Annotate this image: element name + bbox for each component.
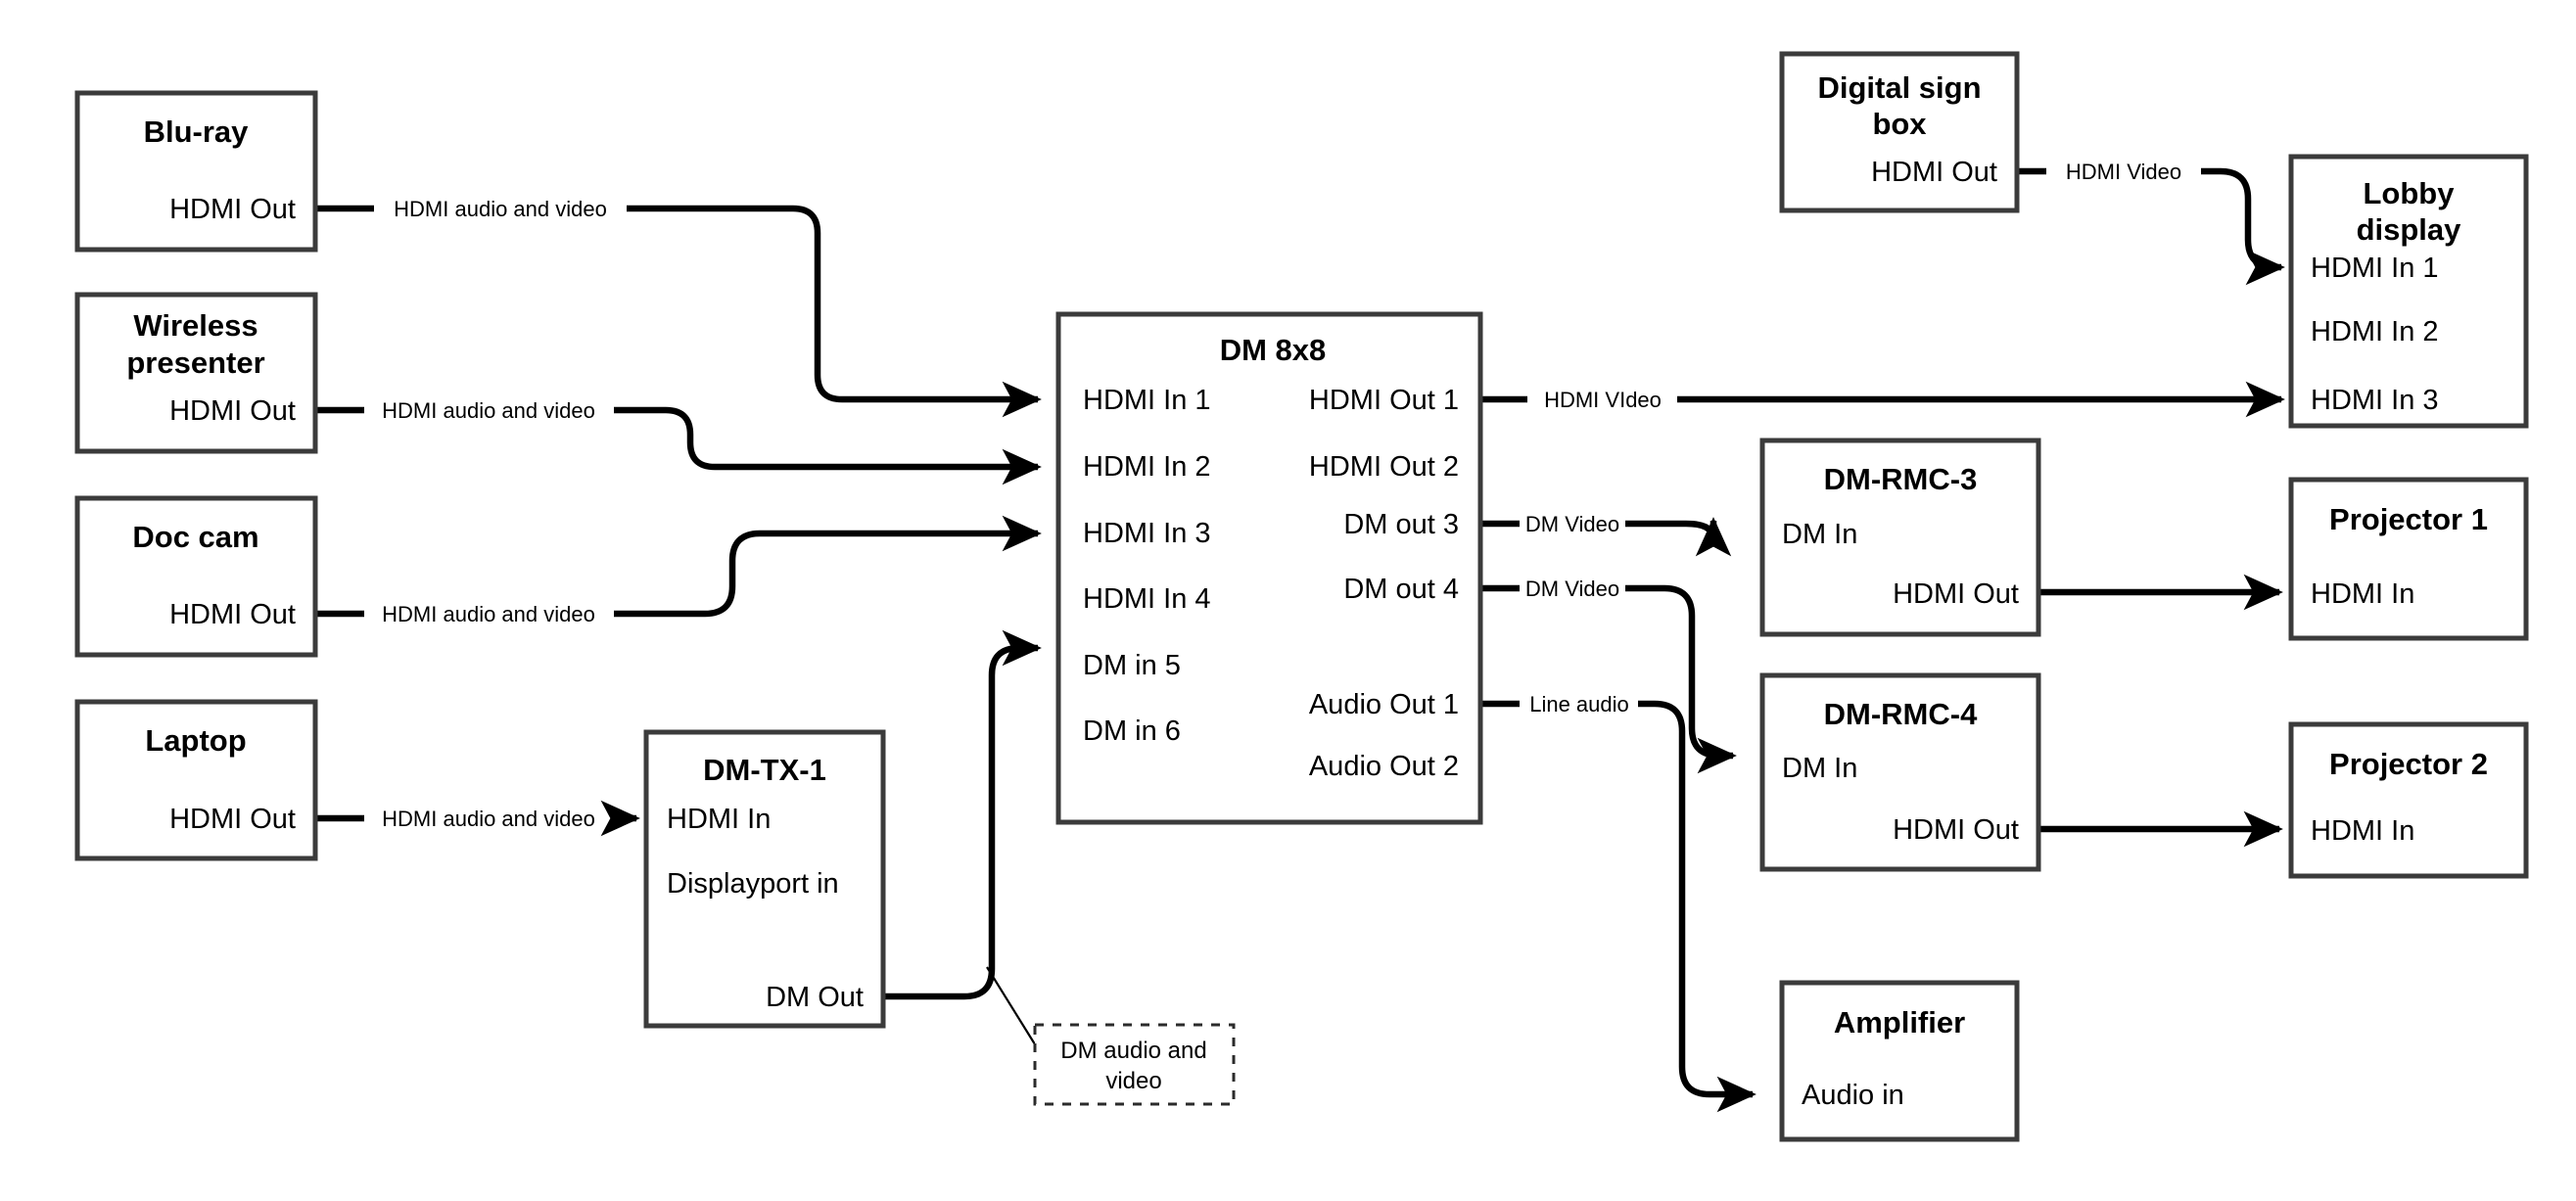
node-bluray[interactable]: Blu-ray HDMI Out	[74, 90, 318, 253]
wire-dm-out1-to-lobby-in3: HDMI VIdeo	[1480, 381, 2285, 418]
dm-rmc-3-box[interactable]	[1759, 438, 2041, 637]
wireless-presenter-title-1: Wireless	[133, 308, 258, 343]
lobby-display-port-hdmi-in-1: HDMI In 1	[2311, 253, 2439, 284]
wire-sign-to-lobby-in1: HDMI Video	[2017, 160, 2285, 286]
dm-tx-1-title: DM-TX-1	[703, 753, 826, 787]
wire-label-digital-sign: HDMI Video	[2066, 160, 2181, 184]
dm-8x8-title: DM 8x8	[1220, 333, 1327, 367]
bluray-title: Blu-ray	[144, 115, 250, 149]
wire-dm-out4-to-rmc4: DM Video	[1480, 577, 1737, 774]
dm-tx-1-port-hdmi-in: HDMI In	[667, 804, 771, 835]
dm-8x8-output-2: HDMI Out 2	[1309, 451, 1459, 483]
node-lobby-display[interactable]: Lobby display HDMI In 1 HDMI In 2 HDMI I…	[2288, 154, 2529, 429]
wire-label-dm-out1: HDMI VIdeo	[1544, 388, 1662, 412]
amplifier-title: Amplifier	[1834, 1005, 1965, 1039]
digital-sign-box-title-1: Digital sign	[1817, 70, 1981, 105]
node-digital-sign-box[interactable]: Digital sign box HDMI Out	[1779, 51, 2020, 213]
wireless-presenter-title-2: presenter	[126, 346, 264, 380]
callout-box	[1033, 1023, 1236, 1106]
doc-cam-port-hdmi-out: HDMI Out	[169, 599, 296, 630]
node-doc-cam[interactable]: Doc cam HDMI Out	[74, 495, 318, 658]
node-wireless-presenter[interactable]: Wireless presenter HDMI Out	[74, 292, 318, 454]
dm-rmc-4-title: DM-RMC-4	[1824, 697, 1978, 731]
callout-line-2: video	[1105, 1068, 1161, 1094]
projector-2-box[interactable]	[2288, 721, 2529, 879]
lobby-display-port-hdmi-in-2: HDMI In 2	[2311, 316, 2439, 347]
wire-doccam-to-dm-in3: HDMI audio and video	[315, 515, 1042, 626]
dm-8x8-input-3: HDMI In 3	[1083, 518, 1211, 549]
dm-8x8-input-5: DM in 5	[1083, 650, 1181, 681]
wireless-presenter-port-hdmi-out: HDMI Out	[169, 395, 296, 427]
node-dm-8x8[interactable]: DM 8x8 HDMI In 1 HDMI In 2 HDMI In 3 HDM…	[1055, 311, 1483, 825]
callout-leader-line	[986, 966, 1041, 1053]
dm-rmc-4-box[interactable]	[1759, 672, 2041, 872]
laptop-box[interactable]	[74, 699, 318, 861]
lobby-display-title-2: display	[2357, 212, 2462, 247]
dm-tx-1-port-dm-out: DM Out	[766, 982, 864, 1013]
dm-8x8-input-6: DM in 6	[1083, 716, 1181, 747]
wire-label-dm-out3: DM Video	[1525, 512, 1619, 536]
node-laptop[interactable]: Laptop HDMI Out	[74, 699, 318, 861]
projector-1-port-hdmi-in: HDMI In	[2311, 578, 2414, 610]
wire-dm-audio1-to-amp: Line audio	[1480, 692, 1756, 1113]
dm-8x8-output-5: Audio Out 1	[1309, 689, 1459, 720]
wireless-presenter-box[interactable]	[74, 292, 318, 454]
dm-8x8-output-1: HDMI Out 1	[1309, 385, 1459, 416]
dm-8x8-input-2: HDMI In 2	[1083, 451, 1211, 483]
node-dm-tx-1[interactable]: DM-TX-1 HDMI In Displayport in DM Out	[643, 729, 886, 1029]
dm-8x8-input-4: HDMI In 4	[1083, 583, 1211, 615]
wire-label-wireless: HDMI audio and video	[382, 398, 595, 423]
dm-rmc-4-port-dm-in: DM In	[1782, 753, 1857, 784]
dm-rmc-4-port-hdmi-out: HDMI Out	[1893, 814, 2019, 846]
bluray-box[interactable]	[74, 90, 318, 253]
wire-dmtx1-to-dm-in5	[883, 629, 1042, 1000]
node-dm-rmc-3[interactable]: DM-RMC-3 DM In HDMI Out	[1759, 438, 2041, 637]
callout-line-1: DM audio and	[1060, 1038, 1206, 1064]
dm-rmc-3-port-hdmi-out: HDMI Out	[1893, 578, 2019, 610]
dm-8x8-input-1: HDMI In 1	[1083, 385, 1211, 416]
dm-rmc-3-title: DM-RMC-3	[1824, 462, 1978, 496]
node-dm-rmc-4[interactable]: DM-RMC-4 DM In HDMI Out	[1759, 672, 2041, 872]
laptop-title: Laptop	[145, 723, 246, 758]
projector-2-title: Projector 2	[2329, 747, 2488, 781]
lobby-display-title-1: Lobby	[2364, 176, 2456, 210]
wire-wireless-to-dm-in2: HDMI audio and video	[315, 398, 1042, 485]
dm-8x8-output-3: DM out 3	[1343, 509, 1459, 540]
projector-1-box[interactable]	[2288, 477, 2529, 641]
lobby-display-port-hdmi-in-3: HDMI In 3	[2311, 385, 2439, 416]
dm-8x8-box[interactable]	[1055, 311, 1483, 825]
wire-label-doccam: HDMI audio and video	[382, 602, 595, 626]
digital-sign-box-port-hdmi-out: HDMI Out	[1871, 157, 1997, 188]
dm-8x8-output-4: DM out 4	[1343, 574, 1459, 605]
amplifier-box[interactable]	[1779, 980, 2020, 1142]
dm-8x8-output-6: Audio Out 2	[1309, 751, 1459, 782]
wire-dm-out3-to-rmc3: DM Video	[1480, 512, 1732, 557]
projector-2-port-hdmi-in: HDMI In	[2311, 815, 2414, 847]
dm-rmc-3-port-dm-in: DM In	[1782, 519, 1857, 550]
projector-1-title: Projector 1	[2329, 502, 2488, 536]
bluray-port-hdmi-out: HDMI Out	[169, 194, 296, 225]
digital-sign-box-title-2: box	[1872, 107, 1927, 141]
digital-sign-box-box[interactable]	[1779, 51, 2020, 213]
dm-tx-1-box[interactable]	[643, 729, 886, 1029]
node-amplifier[interactable]: Amplifier Audio in	[1779, 980, 2020, 1142]
wire-label-dm-out4: DM Video	[1525, 577, 1619, 601]
node-projector-2[interactable]: Projector 2 HDMI In	[2288, 721, 2529, 879]
wire-label-audio-out1: Line audio	[1529, 692, 1629, 716]
wire-laptop-to-dmtx1: HDMI audio and video	[315, 800, 640, 837]
laptop-port-hdmi-out: HDMI Out	[169, 804, 296, 835]
callout-dm-audio-and-video: DM audio and video	[1033, 1023, 1236, 1106]
lobby-display-box[interactable]	[2288, 154, 2529, 429]
doc-cam-box[interactable]	[74, 495, 318, 658]
wire-bluray-to-dm-in1: HDMI audio and video	[315, 197, 1042, 418]
wire-label-bluray: HDMI audio and video	[394, 197, 607, 221]
node-projector-1[interactable]: Projector 1 HDMI In	[2288, 477, 2529, 641]
amplifier-port-audio-in: Audio in	[1802, 1080, 1904, 1111]
doc-cam-title: Doc cam	[132, 520, 258, 554]
dm-tx-1-port-displayport-in: Displayport in	[667, 868, 839, 900]
wire-label-laptop: HDMI audio and video	[382, 807, 595, 831]
